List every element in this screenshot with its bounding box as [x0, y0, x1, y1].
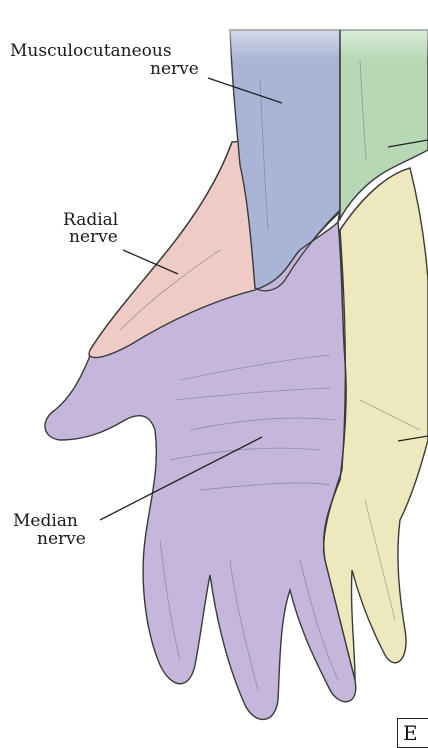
median-label-line2: nerve [37, 530, 86, 548]
musculocutaneous-label-line1: Musculocutaneous [10, 42, 172, 60]
musculocutaneous-leader [208, 78, 282, 103]
median-label-line1: Median [13, 512, 78, 530]
musculocutaneous-label-line2: nerve [150, 60, 199, 78]
radial-leader [123, 250, 178, 274]
radial-label-line2: nerve [69, 228, 118, 246]
ulnar-forearm-leader [388, 140, 428, 147]
ulnar-hand-leader [398, 436, 428, 441]
median-leader [100, 437, 262, 520]
